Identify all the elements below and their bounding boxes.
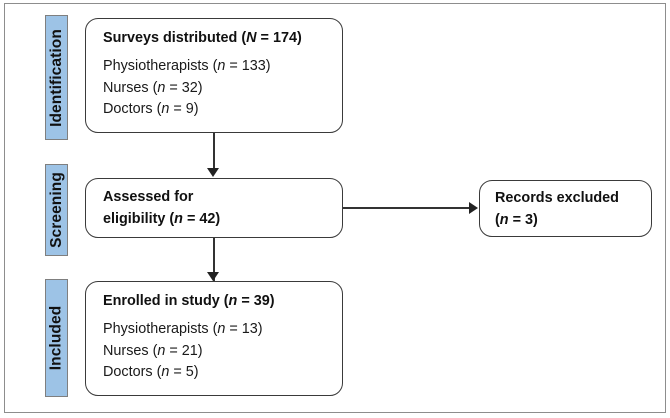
heading-prefix: eligibility ( xyxy=(103,211,175,227)
heading-suffix: = 39) xyxy=(237,293,275,309)
connector-screening-to-excluded-arrowhead xyxy=(469,201,478,214)
box-assessed-for-eligibility: Assessed for eligibility (n = 42) xyxy=(85,178,343,238)
stage-label-included: Included xyxy=(47,305,65,371)
list-item: Doctors (n = 5) xyxy=(103,362,342,384)
box-assessed-heading-line2: eligibility (n = 42) xyxy=(103,210,342,229)
heading-symbol-n: n xyxy=(174,211,183,227)
item-value: = 13) xyxy=(225,321,263,337)
heading-symbol-N: N xyxy=(246,30,257,46)
item-value: = 32) xyxy=(165,79,203,96)
item-label: Doctors ( xyxy=(103,364,162,380)
stage-bar-included: Included xyxy=(45,279,68,397)
box-surveys-distributed-content: Surveys distributed (N = 174) Physiother… xyxy=(86,19,342,121)
connector-screening-to-excluded-line xyxy=(343,207,470,209)
box-records-excluded-content: Records excluded (n = 3) xyxy=(480,181,651,230)
item-label: Physiotherapists ( xyxy=(103,58,218,74)
item-label: Nurses ( xyxy=(103,342,158,359)
box-surveys-distributed: Surveys distributed (N = 174) Physiother… xyxy=(85,18,343,133)
item-label: Physiotherapists ( xyxy=(103,321,218,337)
heading-prefix: ( xyxy=(495,212,500,228)
heading-symbol-n: n xyxy=(499,212,509,228)
list-item: Physiotherapists (n = 133) xyxy=(103,56,342,78)
connector-identification-to-screening-arrowhead xyxy=(207,168,219,177)
item-symbol-n: n xyxy=(157,342,166,359)
list-item: Doctors (n = 9) xyxy=(103,99,342,121)
box-assessed-for-eligibility-content: Assessed for eligibility (n = 42) xyxy=(86,179,342,229)
stage-bar-screening: Screening xyxy=(45,164,68,256)
heading-prefix: Enrolled in study ( xyxy=(103,293,229,309)
item-value: = 21) xyxy=(165,342,203,359)
item-symbol-n: n xyxy=(157,79,166,96)
box-surveys-distributed-heading: Surveys distributed (N = 174) xyxy=(103,29,342,48)
heading-suffix: = 3) xyxy=(508,212,538,228)
item-symbol-n: n xyxy=(217,58,226,74)
item-symbol-n: n xyxy=(161,101,170,117)
stage-label-identification: Identification xyxy=(47,28,65,127)
item-symbol-n: n xyxy=(217,321,226,337)
heading-suffix: = 174) xyxy=(256,30,302,46)
box-enrolled-in-study: Enrolled in study (n = 39) Physiotherapi… xyxy=(85,281,343,396)
connector-screening-to-included-arrowhead xyxy=(207,272,219,281)
heading-prefix: Surveys distributed ( xyxy=(103,30,247,46)
item-value: = 5) xyxy=(169,364,199,380)
list-item: Nurses (n = 21) xyxy=(103,341,342,363)
item-value: = 9) xyxy=(169,101,199,117)
box-records-excluded-heading-line1: Records excluded xyxy=(495,190,619,206)
box-enrolled-heading: Enrolled in study (n = 39) xyxy=(103,292,342,311)
item-label: Doctors ( xyxy=(103,101,162,117)
item-label: Nurses ( xyxy=(103,79,158,96)
box-records-excluded: Records excluded (n = 3) xyxy=(479,180,652,237)
item-value: = 133) xyxy=(225,58,271,74)
list-item: Physiotherapists (n = 13) xyxy=(103,319,342,341)
list-item: Nurses (n = 32) xyxy=(103,78,342,100)
stage-bar-identification: Identification xyxy=(45,15,68,140)
connector-screening-to-included-line xyxy=(213,238,215,281)
box-records-excluded-heading-line2: (n = 3) xyxy=(495,211,651,230)
heading-suffix: = 42) xyxy=(182,211,221,227)
stage-label-screening: Screening xyxy=(47,172,65,248)
connector-identification-to-screening-line xyxy=(213,133,215,173)
box-enrolled-in-study-content: Enrolled in study (n = 39) Physiotherapi… xyxy=(86,282,342,384)
box-assessed-heading-line1: Assessed for xyxy=(103,189,194,205)
item-symbol-n: n xyxy=(161,364,170,380)
heading-symbol-n: n xyxy=(228,293,238,309)
